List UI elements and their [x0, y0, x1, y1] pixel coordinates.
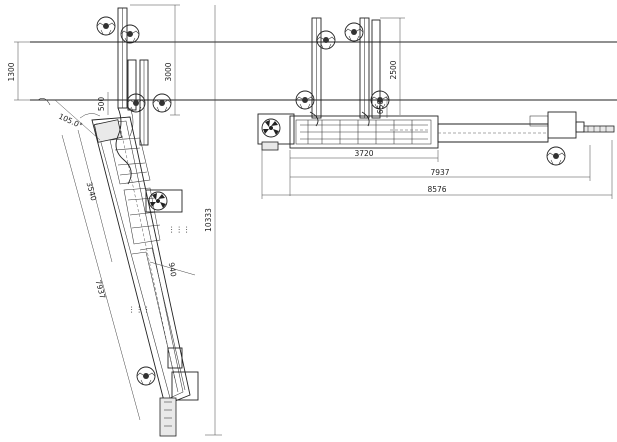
dim-overall-label: 8576 [427, 185, 446, 194]
dim-corridor-width: 1300 [7, 41, 30, 101]
worker-icon [136, 366, 156, 386]
worker-icon [120, 24, 140, 44]
dim-right-horizontal: 3720 7937 8576 [261, 140, 613, 199]
dim-right-vertical: 2500 650 [376, 17, 405, 118]
dim-segment-b-label: 7937 [430, 168, 449, 177]
fan-icon [261, 118, 281, 138]
right-view: 2500 650 3720 [257, 17, 615, 199]
dim-short-offset-label: 500 [97, 97, 106, 112]
fan-icon [148, 191, 168, 211]
angle-label: 105.0° [57, 112, 84, 131]
dim-total-height-label: 10333 [204, 208, 213, 232]
left-vertical-rails [117, 7, 149, 146]
dim-right-cross-offset-label: 2500 [389, 60, 398, 79]
dim-right-short-offset-label: 650 [376, 100, 385, 115]
dim-bracket-label: 940 [167, 262, 178, 278]
bottom-station [159, 347, 199, 437]
dim-segment-upper-label: 3540 [85, 181, 99, 202]
worker-icon [316, 30, 336, 50]
dim-left-vertical: 3000 500 10333 [97, 4, 222, 436]
dim-cross-offset-label: 3000 [164, 62, 173, 81]
fan-housing [145, 189, 183, 213]
dim-segment-a-label: 3720 [354, 149, 373, 158]
left-view: 1300 3000 500 10333 [7, 4, 222, 437]
worker-icon [546, 146, 566, 166]
dim-corridor-width-label: 1300 [7, 62, 16, 81]
right-vertical-rails [311, 17, 381, 119]
worker-icon [152, 93, 172, 113]
small-note: ⋮⋮⋮ [168, 225, 191, 234]
worker-icon [96, 16, 116, 36]
horizontal-machine [257, 111, 615, 151]
dim-inclined: 3540 7937 940 [61, 129, 196, 421]
small-note: ⋮⋮⋮ [128, 305, 151, 314]
dim-segment-lower-label: 7937 [94, 279, 108, 300]
angled-machine [91, 107, 191, 406]
